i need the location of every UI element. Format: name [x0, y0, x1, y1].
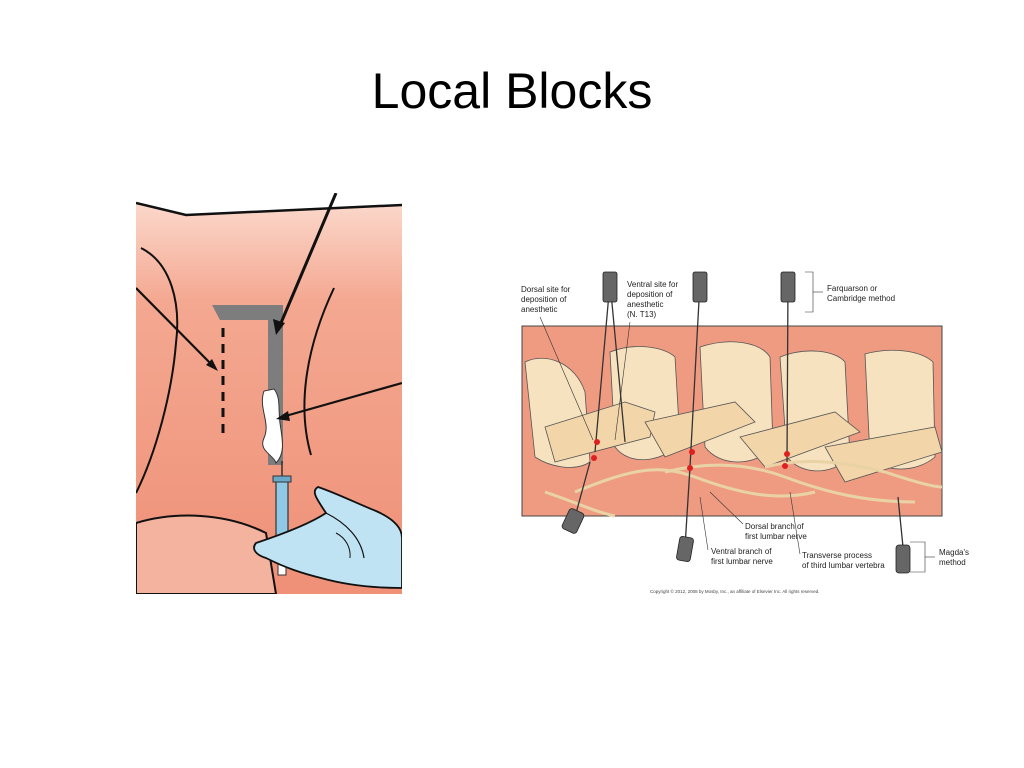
arrow-top-head	[273, 319, 285, 335]
deposition-sites	[591, 439, 790, 471]
gloved-hand	[253, 486, 402, 589]
label-magda: Magda's method	[939, 548, 971, 567]
arrow-right-head	[276, 411, 290, 421]
label-dorsal-site: Dorsal site for deposition of anesthetic	[521, 285, 573, 314]
spine-curve	[303, 287, 335, 456]
copyright-text: Copyright © 2012, 2008 by Mosby, Inc., a…	[650, 588, 819, 594]
shoulder-curve	[136, 247, 179, 494]
arrow-left-head	[206, 359, 218, 371]
left-illustration	[136, 193, 402, 594]
anesthetic-bleb	[261, 388, 283, 464]
right-illustration: Dorsal site for deposition of anesthetic…	[515, 262, 995, 602]
label-transverse-process: Transverse process of third lumbar verte…	[802, 551, 885, 570]
arrow-top	[276, 193, 338, 331]
arrow-left	[136, 287, 215, 368]
arrow-right	[281, 381, 402, 419]
needle-hubs	[561, 271, 911, 574]
nerves	[544, 460, 943, 518]
vertebrae	[524, 341, 943, 483]
label-dorsal-branch: Dorsal branch of first lumbar nerve	[745, 522, 807, 541]
label-farquarson: Farquarson or Cambridge method	[827, 284, 895, 303]
label-ventral-branch: Ventral branch of first lumbar nerve	[711, 547, 774, 566]
needles	[574, 281, 904, 548]
slide-title: Local Blocks	[371, 63, 653, 119]
lower-arm	[136, 514, 278, 594]
label-ventral-site: Ventral site for deposition of anestheti…	[627, 280, 680, 319]
